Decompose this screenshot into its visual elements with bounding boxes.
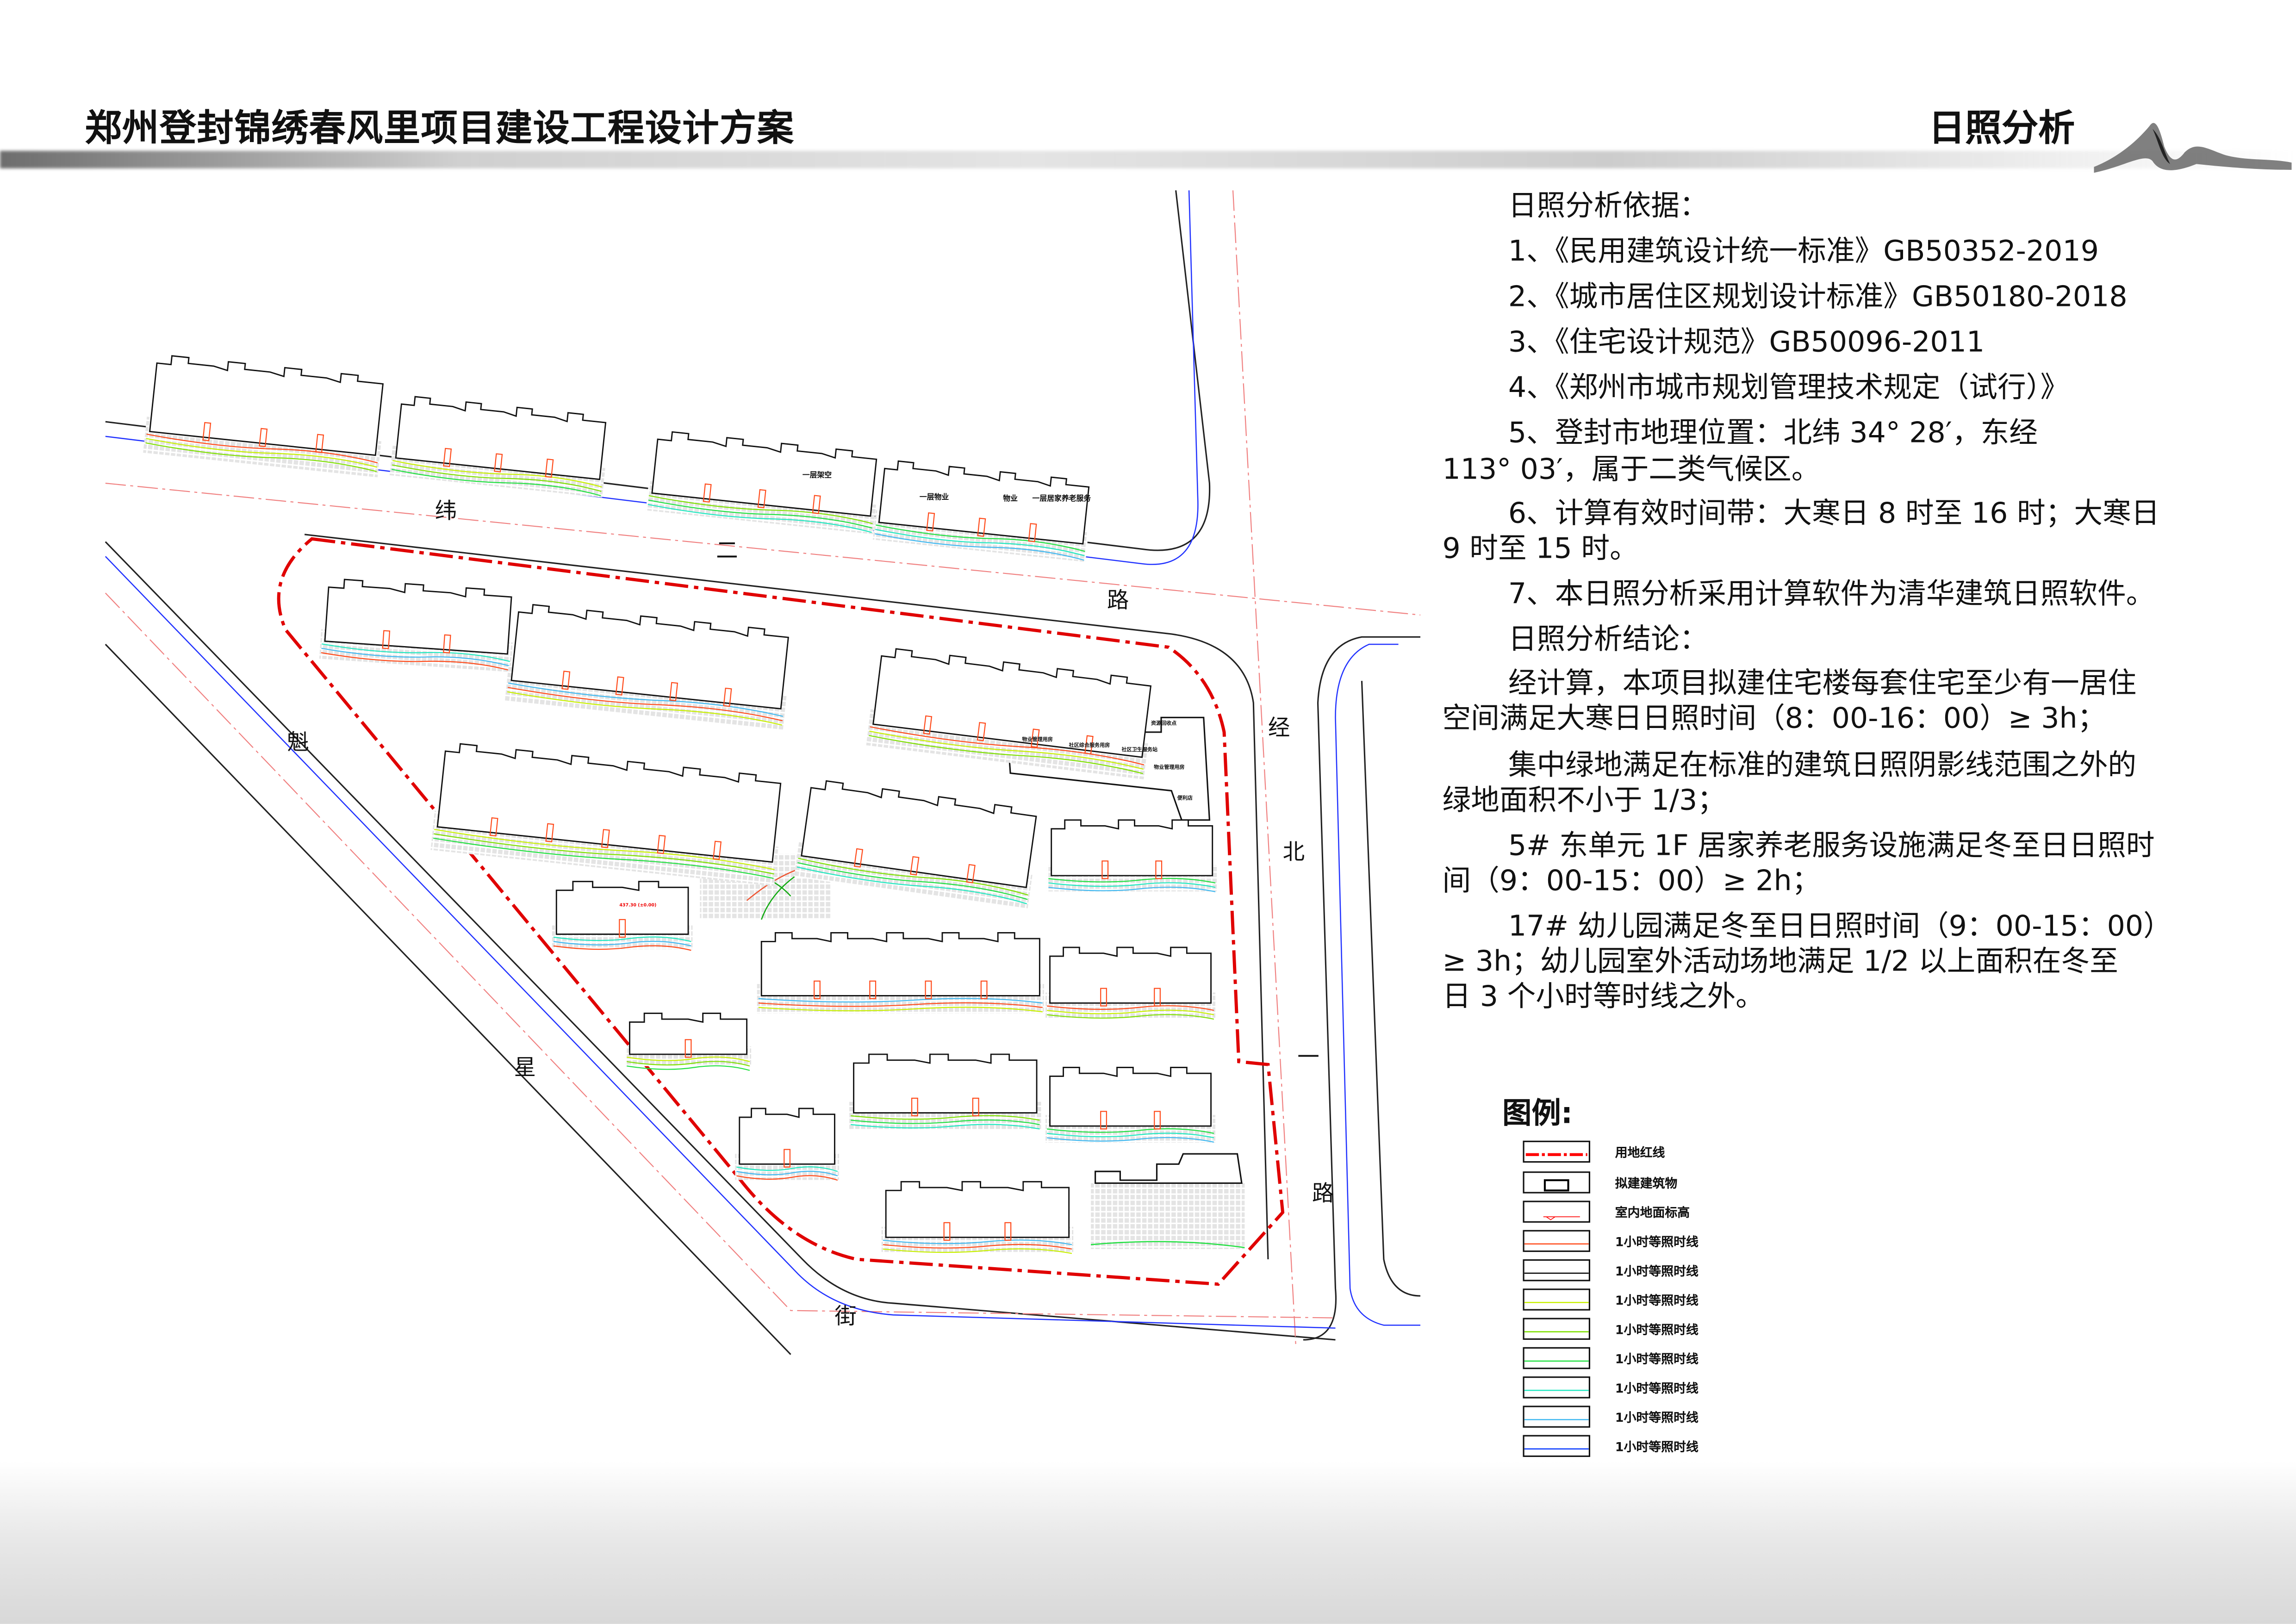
residential-building xyxy=(319,579,513,672)
residential-building xyxy=(504,604,789,731)
road-name-char: 纬 xyxy=(435,498,457,524)
facility-label: 社区综合服务用房 xyxy=(1069,742,1110,748)
residential-building xyxy=(1045,1067,1216,1143)
residential-building xyxy=(552,881,693,951)
facility-label: 物业管理用房 xyxy=(1022,736,1053,743)
legend-swatch-line xyxy=(1523,1288,1590,1311)
conclusion-item-line: ≥ 3h；幼儿园室外活动场地满足 1/2 以上面积在冬至 xyxy=(1442,944,2118,978)
road-name-char: 北 xyxy=(1282,839,1305,865)
legend-swatch-elevation xyxy=(1523,1201,1590,1223)
section-title: 日照分析 xyxy=(1928,106,2075,149)
basis-item-line: 6、计算有效时间带：大寒日 8 时至 16 时；大寒日 xyxy=(1508,496,2160,530)
road-name-char: 街 xyxy=(834,1303,857,1330)
road-name-char: 经 xyxy=(1268,714,1290,741)
site-plan-map xyxy=(105,190,1421,1355)
residential-building xyxy=(625,1012,752,1071)
road-name-char: 星 xyxy=(514,1054,536,1081)
basis-item-line: 3、《住宅设计规范》GB50096-2011 xyxy=(1508,325,1985,359)
legend-swatch-redline xyxy=(1523,1140,1590,1163)
basis-item-line: 2、《城市居住区规划设计标准》GB50180-2018 xyxy=(1508,280,2128,314)
conclusion-item-line: 经计算，本项目拟建住宅楼每套住宅至少有一居住 xyxy=(1508,666,2137,700)
legend-swatch-line xyxy=(1523,1347,1590,1369)
residential-building xyxy=(735,1108,839,1181)
conclusion-item-line: 5# 东单元 1F 居家养老服务设施满足冬至日日照时 xyxy=(1508,828,2155,863)
legend-swatch-line xyxy=(1523,1259,1590,1282)
residential-building xyxy=(430,743,782,886)
facility-label: 社区卫生服务站 xyxy=(1121,747,1158,753)
ink-brush-divider xyxy=(0,150,2296,168)
legend-swatch-building xyxy=(1523,1171,1590,1194)
conclusion-item-line: 绿地面积不小于 1/3； xyxy=(1442,783,1726,817)
road-name-char: 魁 xyxy=(287,729,309,756)
residential-building xyxy=(389,396,607,498)
basis-item-line: 7、本日照分析采用计算软件为清华建筑日照软件。 xyxy=(1508,577,2155,611)
basis-item-line: 5、登封市地理位置：北纬 34° 28′，东经 xyxy=(1508,416,2038,450)
residential-building xyxy=(866,648,1152,779)
road-name-char: 路 xyxy=(1312,1180,1334,1207)
road-name-char: 二 xyxy=(716,537,738,564)
basis-item-line: 1、《民用建筑设计统一标准》GB50352-2019 xyxy=(1508,234,2099,268)
kindergarten-building xyxy=(1090,1153,1245,1249)
residential-building xyxy=(881,1181,1074,1254)
residential-building xyxy=(143,355,384,478)
elevation-marker: 437.30 (±0.00) xyxy=(619,902,657,908)
legend-label: 拟建建筑物 xyxy=(1615,1177,1678,1192)
residential-building xyxy=(1047,819,1217,892)
site-boundary-redline xyxy=(277,537,1285,1286)
road-name-char: 路 xyxy=(1107,587,1129,614)
basis-item-line: 4、《郑州市城市规划管理技术规定（试行）》 xyxy=(1508,370,2069,404)
legend-swatch-line xyxy=(1523,1318,1590,1340)
conclusion-item-line: 空间满足大寒日日照时间（8：00-16：00）≥ 3h； xyxy=(1442,701,2106,735)
conclusion-item-line: 日 3 个小时等时线之外。 xyxy=(1442,979,1764,1014)
legend-label: 1小时等照时线 xyxy=(1615,1265,1699,1280)
residential-building xyxy=(849,1053,1041,1130)
ink-mountain-background xyxy=(0,1461,2296,1624)
conclusion-item-line: 间（9：00-15：00）≥ 2h； xyxy=(1442,864,1821,898)
facility-label: 资源回收点 xyxy=(1151,720,1177,727)
basis-item-line: 9 时至 15 时。 xyxy=(1442,531,1638,566)
residential-building xyxy=(646,431,877,535)
facility-label: 物业管理用房 xyxy=(1154,764,1185,771)
building-label: 物业 xyxy=(1003,495,1018,504)
legend-title: 图例: xyxy=(1502,1095,1573,1131)
road-edges xyxy=(105,190,1420,1355)
ink-mountain-ornament xyxy=(2094,123,2292,173)
legend-swatch-line xyxy=(1523,1435,1590,1457)
residential-building xyxy=(794,780,1037,910)
legend-swatch-line xyxy=(1523,1376,1590,1399)
legend-swatch-line xyxy=(1523,1230,1590,1252)
legend-label: 1小时等照时线 xyxy=(1615,1382,1699,1397)
legend-label: 1小时等照时线 xyxy=(1615,1294,1699,1309)
road-centerlines xyxy=(105,190,1421,1347)
legend-label: 1小时等照时线 xyxy=(1615,1236,1699,1251)
building-label: 一层居家养老服务 xyxy=(1032,495,1091,504)
building-group xyxy=(143,355,1217,1254)
building-label: 一层架空 xyxy=(802,471,832,480)
legend-label: 1小时等照时线 xyxy=(1615,1353,1699,1368)
legend-label: 用地红线 xyxy=(1615,1146,1665,1161)
facility-label: 便利店 xyxy=(1177,795,1193,801)
basis-heading: 日照分析依据： xyxy=(1508,189,1708,223)
legend-label: 1小时等照时线 xyxy=(1615,1411,1699,1426)
legend-label: 室内地面标高 xyxy=(1615,1207,1690,1221)
legend-label: 1小时等照时线 xyxy=(1615,1441,1699,1456)
conclusion-heading: 日照分析结论： xyxy=(1508,622,1708,656)
road-name-char: 一 xyxy=(1297,1044,1319,1070)
legend-label: 1小时等照时线 xyxy=(1615,1324,1699,1338)
residential-building xyxy=(757,932,1044,1014)
project-title: 郑州登封锦绣春风里项目建设工程设计方案 xyxy=(85,106,795,149)
conclusion-item-line: 17# 幼儿园满足冬至日日照时间（9：00-15：00） xyxy=(1508,909,2172,943)
residential-building xyxy=(1045,946,1216,1020)
conclusion-item-line: 集中绿地满足在标准的建筑日照阴影线范围之外的 xyxy=(1508,748,2137,782)
building-label: 一层物业 xyxy=(919,493,949,503)
legend-swatch-line xyxy=(1523,1406,1590,1428)
road-blue-lines xyxy=(105,190,1420,1329)
basis-item-line: 113° 03′，属于二类气候区。 xyxy=(1442,452,1820,486)
residential-building xyxy=(872,460,1090,562)
